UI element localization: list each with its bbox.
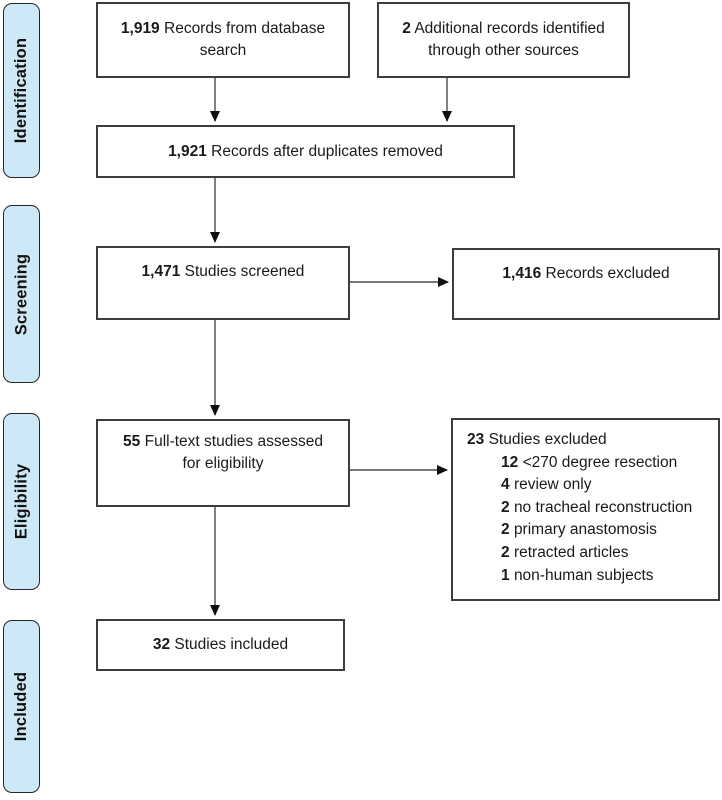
exclusion-reason-label: <270 degree resection bbox=[522, 453, 678, 471]
stage-eligibility: Eligibility bbox=[3, 413, 40, 590]
box-records-from-database-text: 1,919 Records from database search bbox=[106, 18, 340, 62]
box-after-duplicates-removed: 1,921 Records after duplicates removed bbox=[96, 125, 515, 178]
exclusion-reason: 4 review only bbox=[501, 474, 712, 497]
records-excluded-label: Records excluded bbox=[545, 265, 670, 282]
box-fulltext-assessed: 55 Full-text studies assessed for eligib… bbox=[96, 419, 350, 507]
stage-screening: Screening bbox=[3, 205, 40, 383]
box-studies-excluded: 23 Studies excluded 12 <270 degree resec… bbox=[451, 418, 720, 601]
records-excluded-count: 1,416 bbox=[502, 265, 542, 282]
after-duplicates-label: Records after duplicates removed bbox=[211, 142, 443, 160]
exclusion-reason-count: 2 bbox=[501, 498, 510, 516]
additional-records-label: Additional records identified through ot… bbox=[414, 20, 605, 59]
stage-included: Included bbox=[3, 620, 40, 793]
after-duplicates-count: 1,921 bbox=[168, 142, 207, 160]
fulltext-assessed-label: Full-text studies assessed for eligibili… bbox=[144, 433, 323, 472]
exclusion-reason-count: 1 bbox=[501, 566, 510, 584]
exclusion-reason-list: 12 <270 degree resection 4 review only 2… bbox=[501, 452, 712, 588]
box-studies-screened-text: 1,471 Studies screened bbox=[98, 261, 348, 283]
stage-screening-label: Screening bbox=[12, 253, 31, 335]
exclusion-reason: 12 <270 degree resection bbox=[501, 452, 712, 475]
box-records-excluded: 1,416 Records excluded bbox=[452, 248, 720, 320]
studies-screened-count: 1,471 bbox=[141, 263, 181, 280]
exclusion-reason-label: non-human subjects bbox=[513, 566, 654, 584]
box-studies-included: 32 Studies included bbox=[96, 619, 345, 671]
exclusion-reason: 2 no tracheal reconstruction bbox=[501, 497, 712, 520]
box-records-excluded-text: 1,416 Records excluded bbox=[454, 263, 718, 285]
stage-identification: Identification bbox=[3, 3, 40, 178]
exclusion-reason-label: primary anastomosis bbox=[513, 521, 657, 539]
box-after-duplicates-text: 1,921 Records after duplicates removed bbox=[168, 141, 443, 163]
box-additional-records-text: 2 Additional records identified through … bbox=[387, 18, 620, 62]
exclusion-reason: 2 retracted articles bbox=[501, 542, 712, 565]
exclusion-reason: 2 primary anastomosis bbox=[501, 519, 712, 542]
box-studies-screened: 1,471 Studies screened bbox=[96, 246, 350, 320]
studies-excluded-count: 23 bbox=[467, 431, 485, 448]
box-fulltext-assessed-text: 55 Full-text studies assessed for eligib… bbox=[120, 431, 326, 475]
exclusion-reason-count: 12 bbox=[501, 453, 519, 471]
studies-included-label: Studies included bbox=[174, 636, 289, 653]
box-studies-included-text: 32 Studies included bbox=[153, 634, 288, 656]
exclusion-reason-label: no tracheal reconstruction bbox=[513, 498, 693, 516]
exclusion-reason-count: 4 bbox=[501, 476, 510, 494]
studies-included-count: 32 bbox=[152, 636, 171, 653]
fulltext-assessed-count: 55 bbox=[123, 433, 141, 450]
exclusion-reason-label: review only bbox=[513, 476, 592, 494]
records-from-database-label: Records from database search bbox=[164, 20, 326, 59]
stage-identification-label: Identification bbox=[12, 37, 30, 144]
stage-included-label: Included bbox=[12, 671, 30, 742]
studies-screened-label: Studies screened bbox=[184, 263, 305, 280]
exclusion-reason-count: 2 bbox=[501, 521, 510, 539]
box-records-from-database: 1,919 Records from database search bbox=[96, 2, 350, 78]
additional-records-count: 2 bbox=[402, 20, 411, 37]
studies-excluded-heading: 23 Studies excluded bbox=[467, 429, 712, 452]
studies-excluded-label: Studies excluded bbox=[488, 431, 607, 448]
stage-eligibility-label: Eligibility bbox=[12, 463, 31, 540]
exclusion-reason-label: retracted articles bbox=[513, 543, 629, 561]
records-from-database-count: 1,919 bbox=[120, 20, 160, 37]
exclusion-reason: 1 non-human subjects bbox=[501, 565, 712, 588]
box-additional-records: 2 Additional records identified through … bbox=[377, 2, 630, 78]
exclusion-reason-count: 2 bbox=[501, 543, 510, 561]
